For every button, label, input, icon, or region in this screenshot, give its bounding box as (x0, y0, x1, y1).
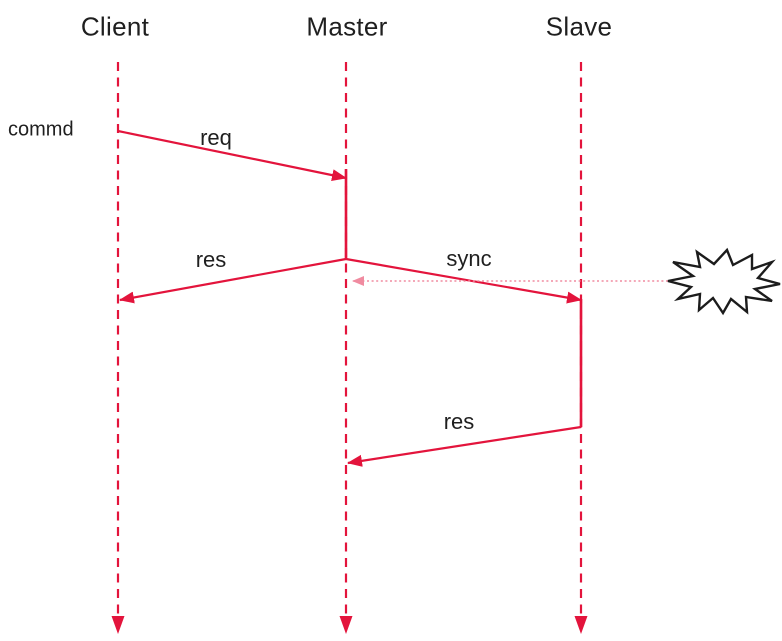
master-lifeline-arrow-icon (339, 616, 353, 634)
message-label-res-2: res (443, 409, 475, 434)
client-lifeline-arrow-icon (111, 616, 125, 634)
explosion-icon (667, 247, 781, 316)
message-label-req: req (200, 125, 232, 150)
note-label-commd: commd (8, 118, 74, 141)
actor-label-client: Client (80, 11, 150, 42)
actor-label-slave: Slave (545, 11, 613, 42)
req-message-line (117, 129, 347, 182)
sync-message-line (345, 257, 582, 304)
slave-lifeline-arrow-icon (574, 616, 588, 634)
message-label-sync: sync (446, 246, 492, 271)
message-label-res-1: res (195, 247, 227, 272)
actor-label-master: Master (306, 11, 388, 42)
slave-res-message-line (347, 425, 582, 467)
res-message-line (119, 257, 347, 304)
